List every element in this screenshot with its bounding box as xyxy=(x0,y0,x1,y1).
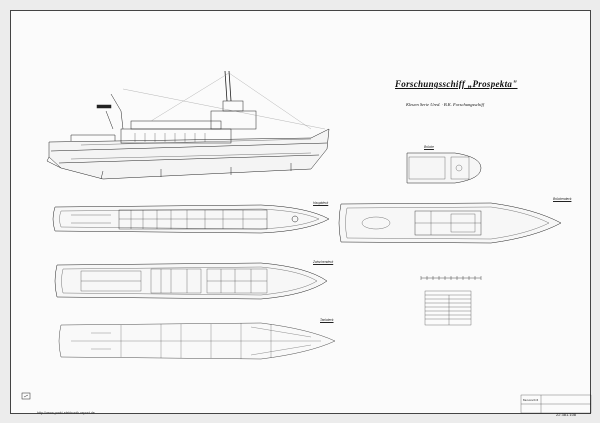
plan-bruckendeck xyxy=(338,202,562,244)
scale-bar xyxy=(420,276,482,280)
ship-plan-drawing xyxy=(21,70,592,414)
logo xyxy=(21,392,31,400)
title-block-label: Bauvorschrift xyxy=(523,399,539,402)
label-bruckendeck: Brückendeck xyxy=(553,197,572,201)
plan-tankdeck xyxy=(58,322,336,360)
drawing-number: 22 381.108 xyxy=(556,412,577,417)
drawing-sheet: Forschungsschiff „Prospekta" Kleuen Seri… xyxy=(10,10,592,417)
label-brucke: Brücke xyxy=(424,145,434,149)
label-zwischendeck: Zwischendeck xyxy=(313,260,334,264)
drawing-subtitle: Kleuen Serie Ured. · B.K. Forschungsschi… xyxy=(406,102,484,107)
spec-table xyxy=(424,290,472,326)
side-elevation xyxy=(46,70,330,180)
drawing-title: Forschungsschiff „Prospekta" xyxy=(395,79,518,89)
label-hauptdeck: Hauptdeck xyxy=(313,201,329,205)
plan-hauptdeck xyxy=(52,204,330,234)
plan-zwischendeck xyxy=(54,262,328,300)
footer-url: http://www.prakt-elektronik-report.de xyxy=(37,411,95,415)
plan-brucke xyxy=(406,152,482,184)
title-block xyxy=(520,394,592,414)
label-tankdeck: Tankdeck xyxy=(320,318,334,322)
